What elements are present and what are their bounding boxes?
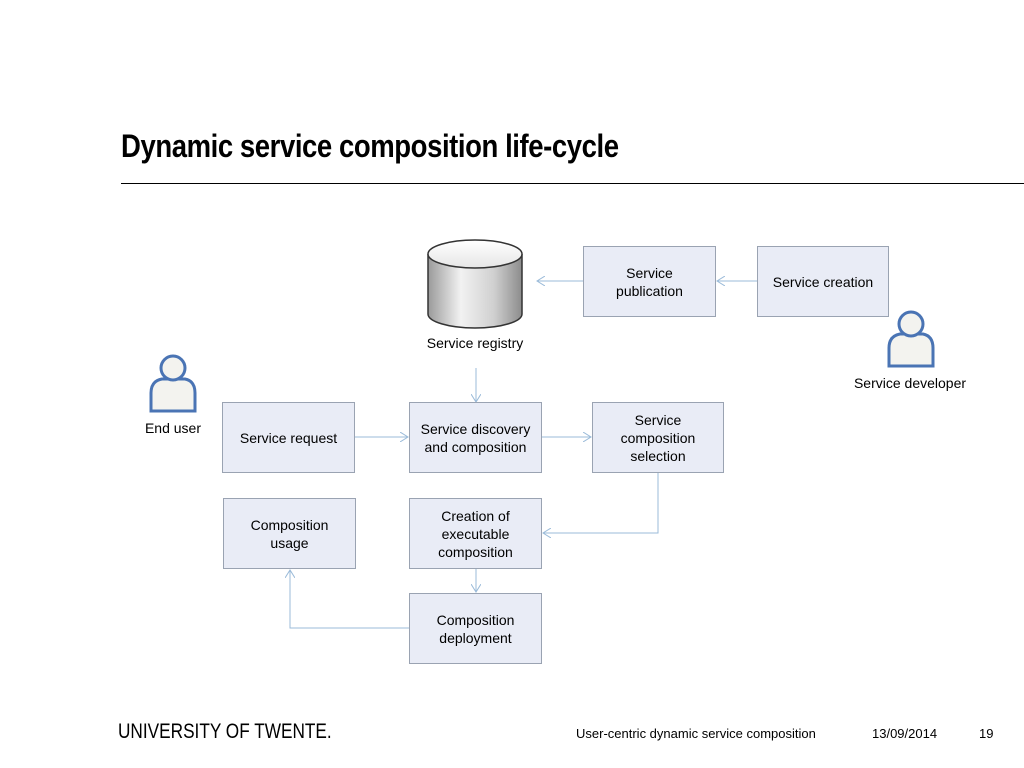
service-publication-box: Service publication	[583, 246, 716, 317]
composition-usage-box: Composition usage	[223, 498, 356, 569]
footer-presentation-title: User-centric dynamic service composition	[576, 726, 816, 741]
university-logo: UNIVERSITY OF TWENTE.	[118, 720, 332, 743]
title-divider	[121, 183, 1024, 184]
service-creation-label: Service creation	[772, 273, 874, 290]
slide-title: Dynamic service composition life-cycle	[121, 128, 619, 164]
arrow-deployment-to-usage	[290, 570, 409, 629]
service-developer-label: Service developer	[853, 375, 967, 391]
footer-date: 13/09/2014	[872, 726, 938, 741]
composition-selection-label: Service composition selection	[620, 411, 696, 464]
database-icon	[427, 239, 523, 329]
end-user-label: End user	[144, 420, 202, 436]
service-request-box: Service request	[222, 402, 355, 473]
service-registry-label: Service registry	[426, 335, 524, 351]
arrow-selection-to-executable	[543, 473, 659, 533]
composition-selection-box: Service composition selection	[592, 402, 724, 473]
service-publication-label: Service publication	[616, 264, 683, 299]
end-user-actor-icon	[149, 354, 197, 413]
service-creation-box: Service creation	[757, 246, 889, 317]
executable-creation-box: Creation of executable composition	[409, 498, 542, 569]
composition-deployment-label: Composition deployment	[436, 611, 515, 646]
service-discovery-label: Service discovery and composition	[420, 420, 531, 455]
composition-deployment-box: Composition deployment	[409, 593, 542, 664]
service-discovery-box: Service discovery and composition	[409, 402, 542, 473]
composition-usage-label: Composition usage	[250, 516, 329, 551]
service-request-label: Service request	[239, 429, 338, 446]
footer-page-number: 19	[979, 726, 994, 741]
service-developer-actor-icon	[887, 310, 935, 368]
executable-creation-label: Creation of executable composition	[438, 507, 513, 560]
